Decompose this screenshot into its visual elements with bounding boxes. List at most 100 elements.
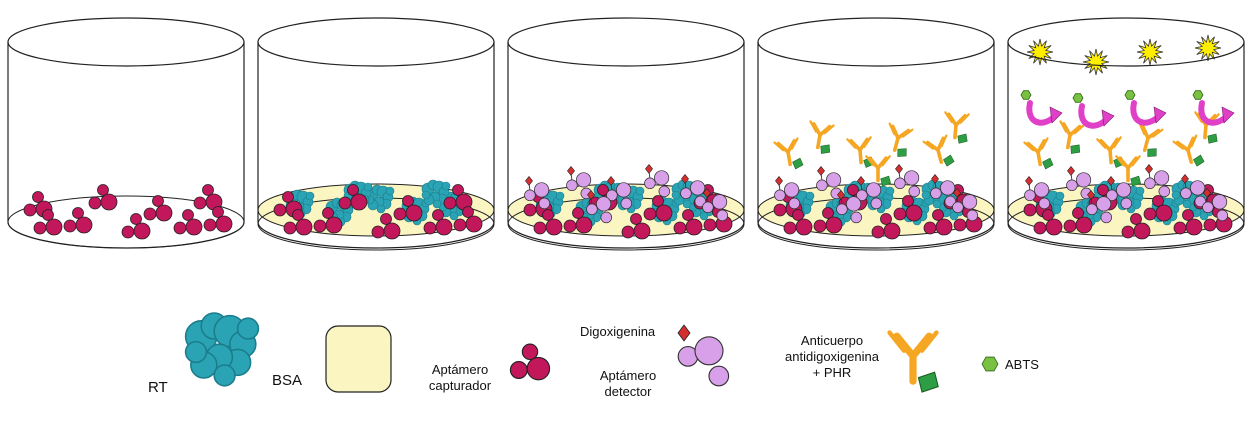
digoxigenin-diamond	[1181, 173, 1189, 184]
digoxigenin-diamond	[567, 165, 575, 176]
well-bottom-edge	[507, 221, 745, 249]
capture-aptamer	[33, 209, 63, 236]
antibody-hrp	[809, 120, 835, 154]
detector-aptamer-icon	[677, 336, 730, 387]
well-rim	[757, 17, 995, 67]
well-rim	[1007, 17, 1245, 67]
capture-aptamer	[1143, 195, 1173, 222]
detector-aptamer	[894, 163, 921, 198]
detector-aptamer	[1024, 175, 1051, 210]
antibody-hrp	[1059, 120, 1085, 154]
detector-aptamer	[930, 173, 957, 208]
antibody-hrp	[1096, 136, 1125, 168]
digoxigenin-diamond	[525, 175, 533, 186]
well-step-5	[1007, 17, 1245, 251]
detector-aptamer	[1202, 187, 1229, 222]
abts-hexagon	[1072, 93, 1084, 103]
capture-aptamer	[703, 206, 733, 233]
antibody-hrp	[846, 136, 875, 168]
hrp-enzyme	[1207, 133, 1218, 144]
detector-aptamer	[836, 189, 863, 224]
capture-aptamer	[621, 213, 651, 240]
abts-icon	[981, 356, 999, 372]
antibody-hrp	[888, 122, 914, 157]
capture-aptamer	[338, 184, 368, 211]
capture-aptamer	[393, 195, 423, 222]
capture-aptamer	[509, 343, 551, 381]
digoxigenin-diamond	[895, 163, 903, 174]
hrp-enzyme	[917, 371, 939, 393]
digoxigenin-diamond	[645, 163, 653, 174]
reaction-arrow	[1198, 100, 1235, 126]
detector-aptamer	[1144, 163, 1171, 198]
digoxigenin-diamond	[817, 165, 825, 176]
capture-aptamer	[1063, 207, 1093, 234]
detector-aptamer	[644, 163, 671, 198]
digoxigenin-icon	[677, 324, 691, 342]
detector-aptamer	[1180, 173, 1207, 208]
detector-aptamer	[1106, 175, 1133, 210]
capture-aptamer	[1033, 209, 1063, 236]
capture-aptamer	[783, 209, 813, 236]
hrp-enzyme	[1070, 144, 1081, 154]
well-bottom-edge	[757, 221, 995, 249]
hrp-enzyme	[1130, 175, 1141, 187]
digoxigenin-diamond	[1107, 175, 1115, 186]
well-rim	[507, 17, 745, 67]
digoxigenin-diamond	[1025, 175, 1033, 186]
antibody-hrp	[1138, 122, 1164, 157]
hrp-enzyme	[897, 148, 907, 157]
capture-aptamer	[423, 209, 453, 236]
hrp-enzyme	[820, 144, 831, 154]
capture-aptamer	[371, 213, 401, 240]
reaction-arrow	[1130, 100, 1167, 126]
hrp-enzyme	[957, 133, 968, 144]
detector-aptamer	[524, 175, 551, 210]
antibody-hrp	[1172, 134, 1205, 167]
legend-label-bsa: BSA	[272, 372, 303, 389]
antibody-hrp	[773, 137, 804, 170]
digoxigenin-diamond	[703, 187, 711, 198]
reaction-arrow	[1026, 100, 1063, 126]
detector-aptamer	[566, 165, 593, 200]
capture-aptamer	[453, 206, 483, 233]
digoxigenin-diamond	[931, 173, 939, 184]
hrp-enzyme	[1147, 148, 1157, 157]
digoxigenin-diamond	[1203, 187, 1211, 198]
detector-aptamer	[606, 175, 633, 210]
capture-aptamer	[173, 209, 203, 236]
capture-aptamer	[313, 207, 343, 234]
well-rim	[257, 17, 495, 67]
capture-aptamer	[1121, 213, 1151, 240]
well-bottom-edge	[257, 221, 495, 249]
abts-hexagon	[1020, 90, 1032, 100]
capture-aptamer	[1173, 209, 1203, 236]
capture-aptamer	[283, 209, 313, 236]
digoxigenin-diamond	[607, 175, 615, 186]
well-step-2	[257, 17, 495, 251]
digoxigenin-diamond	[1067, 165, 1075, 176]
antibody-hrp	[1115, 155, 1141, 187]
well-bottom-edge	[1007, 221, 1245, 249]
capture-aptamer	[871, 213, 901, 240]
well-bottom-edge	[7, 221, 245, 249]
hrp-enzyme	[943, 154, 955, 167]
antibody-hrp	[922, 134, 955, 167]
digoxigenin-diamond	[953, 187, 961, 198]
detector-aptamer	[774, 175, 801, 210]
capture-aptamer	[63, 207, 93, 234]
hrp-enzyme	[792, 157, 804, 170]
well-rim	[7, 17, 245, 67]
legend-graphics	[184, 312, 999, 393]
detector-aptamer	[952, 187, 979, 222]
wells-row	[7, 17, 1245, 251]
legend-label-digoxigenin: Digoxigenina	[580, 324, 656, 339]
well-step-1	[7, 17, 245, 249]
digoxigenin-diamond	[775, 175, 783, 186]
capture-aptamer	[923, 209, 953, 236]
abts-hexagon	[1124, 90, 1136, 100]
rt-protein	[184, 312, 260, 387]
bsa-swatch	[325, 325, 392, 393]
capture-aptamer	[121, 213, 151, 240]
